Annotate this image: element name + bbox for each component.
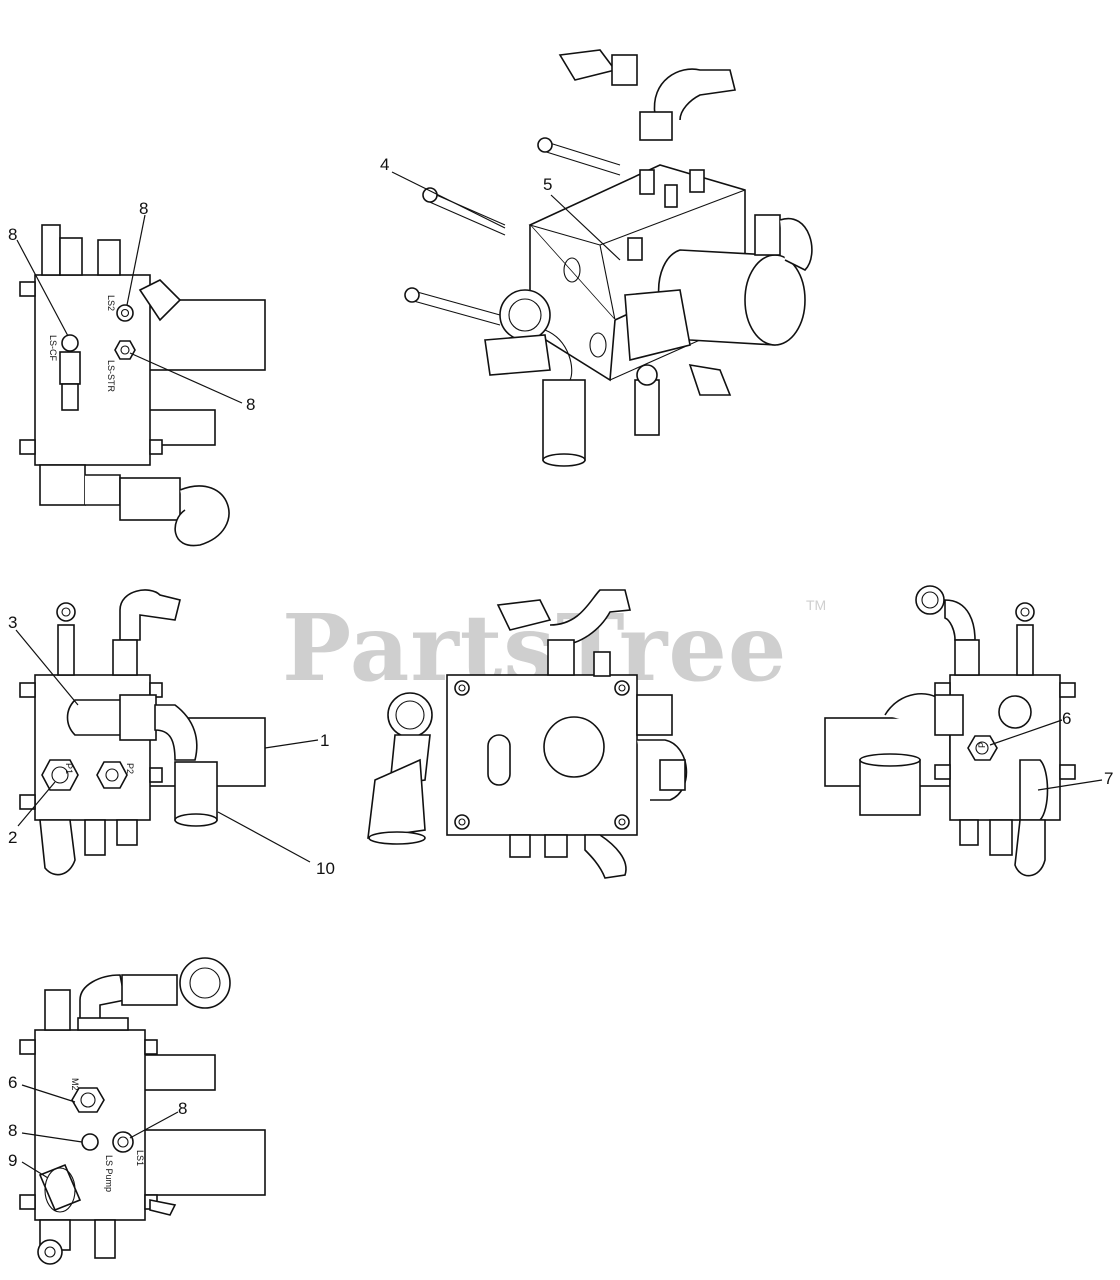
callout-2: 2 bbox=[8, 828, 17, 847]
callout-8: 8 bbox=[8, 225, 17, 244]
port-label-p1: P1 bbox=[64, 763, 74, 774]
port-label-ls1: LS1 bbox=[135, 1150, 145, 1166]
port-label-ls-pump: LS Pump bbox=[104, 1155, 114, 1192]
callout-4: 4 bbox=[380, 155, 389, 174]
callout-7: 7 bbox=[1104, 769, 1113, 788]
valve-block bbox=[529, 225, 616, 382]
port-label-m2: M2 bbox=[70, 1078, 80, 1091]
callout-1: 1 bbox=[320, 731, 329, 750]
port-label-ls-str: LS-STR bbox=[106, 360, 116, 393]
callout-10: 10 bbox=[316, 859, 335, 878]
callout-5: 5 bbox=[543, 175, 552, 194]
callout-9: 9 bbox=[8, 1151, 17, 1170]
callout-8: 8 bbox=[178, 1099, 187, 1118]
valve-view-side-bottom: M2 LS Pump LS1 bbox=[19, 957, 266, 1265]
callout-6: 6 bbox=[1062, 709, 1071, 728]
valve-view-isometric bbox=[404, 49, 813, 467]
valve-view-side-right: P bbox=[824, 585, 1076, 877]
valve-view-rear bbox=[367, 589, 688, 879]
callout-8: 8 bbox=[246, 395, 255, 414]
callout-6: 6 bbox=[8, 1073, 17, 1092]
callout-8: 8 bbox=[139, 199, 148, 218]
port-label-ls2: LS2 bbox=[106, 295, 116, 311]
valve-block bbox=[34, 274, 151, 466]
leader-lines bbox=[15, 171, 1103, 1179]
callouts: 4 5 8 8 8 3 1 2 10 6 7 6 8 8 9 bbox=[8, 155, 1113, 1170]
callout-8: 8 bbox=[8, 1121, 17, 1140]
valve-block bbox=[446, 674, 638, 836]
valve-view-side-top: LS2 LS-CF LS-STR bbox=[19, 224, 266, 547]
port-label-p2: P2 bbox=[125, 763, 135, 774]
callout-3: 3 bbox=[8, 613, 17, 632]
watermark-trademark: TM bbox=[806, 597, 826, 613]
valve-view-front-left: P1 P2 bbox=[19, 589, 266, 876]
port-label-ls-cf: LS-CF bbox=[48, 335, 58, 362]
port-label-p: P bbox=[977, 742, 987, 748]
